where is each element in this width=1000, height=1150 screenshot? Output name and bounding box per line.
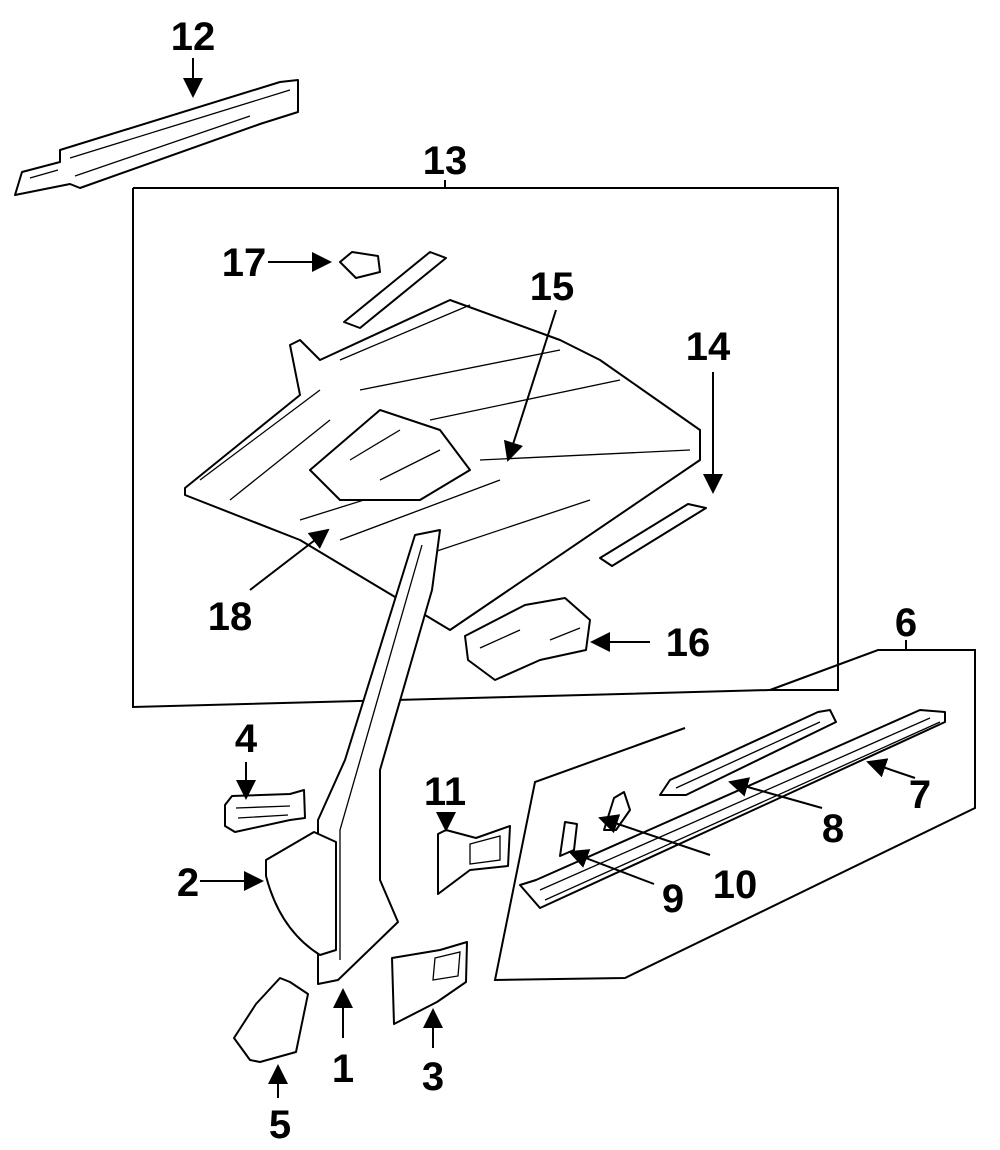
- part-16-bracket[interactable]: [464, 597, 591, 681]
- part-17-clip[interactable]: [339, 251, 381, 279]
- leader-9: [568, 849, 655, 885]
- callout-labels: 12 13 17 15 14 18 16 6 4 11 7 8 2 10 9 1…: [171, 15, 931, 1147]
- callout-6: 6: [895, 601, 917, 645]
- part-11-panel[interactable]: [437, 825, 511, 895]
- part-9-gusset[interactable]: [559, 821, 578, 857]
- callout-11: 11: [424, 770, 466, 814]
- callout-1: 1: [332, 1047, 354, 1091]
- crossmember-upper: [343, 251, 447, 329]
- leader-8: [728, 777, 823, 809]
- callout-18: 18: [208, 595, 253, 639]
- leader-7: [866, 758, 916, 779]
- group-6-bracket: [493, 640, 976, 982]
- part-12-rail[interactable]: [14, 79, 299, 196]
- part-3-panel[interactable]: [391, 941, 468, 1025]
- callout-17: 17: [222, 241, 267, 285]
- callout-9: 9: [662, 877, 684, 921]
- part-7-rocker[interactable]: [519, 709, 946, 909]
- part-1-pillar[interactable]: [317, 529, 441, 985]
- part-5-bracket[interactable]: [233, 977, 309, 1063]
- leader-10: [598, 814, 711, 856]
- callout-14: 14: [686, 325, 731, 369]
- part-4-bracket[interactable]: [224, 789, 306, 833]
- leader-lines: [183, 58, 916, 1098]
- callout-13: 13: [423, 139, 468, 183]
- callout-7: 7: [909, 773, 931, 817]
- leader-15: [503, 309, 557, 462]
- callout-10: 10: [713, 863, 758, 907]
- callout-3: 3: [422, 1055, 444, 1099]
- part-2-wheelhouse[interactable]: [265, 831, 337, 956]
- callout-16: 16: [666, 621, 711, 665]
- part-8-reinforcement[interactable]: [659, 709, 837, 796]
- callout-4: 4: [235, 717, 258, 761]
- leader-18: [249, 528, 330, 591]
- callout-2: 2: [177, 861, 199, 905]
- callout-5: 5: [269, 1103, 291, 1147]
- part-14-strip[interactable]: [599, 503, 707, 567]
- callout-15: 15: [530, 265, 575, 309]
- callout-8: 8: [822, 807, 844, 851]
- group-13-bracket: [132, 180, 839, 709]
- callout-12: 12: [171, 15, 216, 59]
